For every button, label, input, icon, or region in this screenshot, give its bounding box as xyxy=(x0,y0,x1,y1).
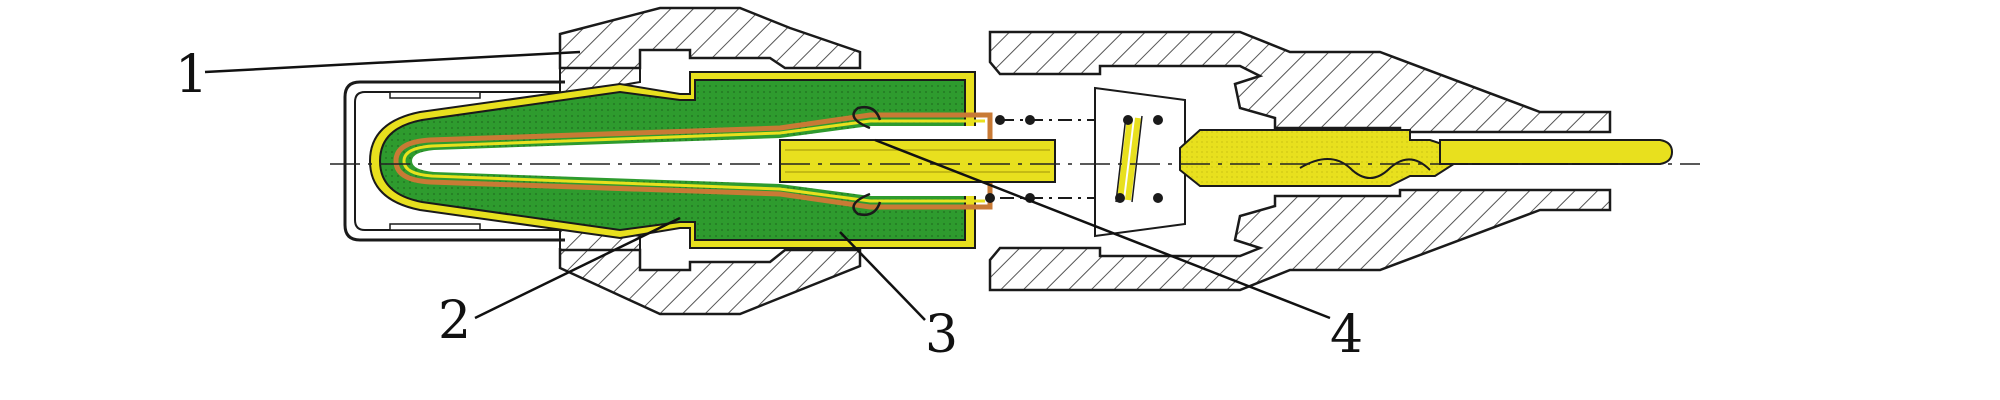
leader-3 xyxy=(839,231,926,321)
connector-housing-lower xyxy=(988,188,1612,292)
protective-tube-outline xyxy=(343,80,565,242)
ceramic-sensing-element xyxy=(368,71,990,249)
protective-tube xyxy=(343,80,565,242)
vent-slot-upper xyxy=(389,91,481,99)
connector-housing-upper xyxy=(988,30,1612,134)
coil-dot-1 xyxy=(1123,115,1133,125)
leader-1 xyxy=(204,50,581,74)
contact-dot-1 xyxy=(995,115,1005,125)
coil-spring-left-outline xyxy=(1115,115,1143,203)
contact-assembly xyxy=(779,106,1056,216)
housing-hex-upper xyxy=(558,6,862,70)
callout-4: 4 xyxy=(1330,305,1363,365)
callout-2: 2 xyxy=(438,291,471,351)
contact-dot-2 xyxy=(1025,115,1035,125)
output-wire xyxy=(1439,139,1674,165)
coil-dot-3 xyxy=(1153,115,1163,125)
spring-clip-upper xyxy=(852,106,882,130)
callout-1: 1 xyxy=(175,45,208,105)
connector-housing xyxy=(988,30,1612,292)
output-terminal xyxy=(1179,129,1674,187)
coil-dot-2 xyxy=(1115,193,1125,203)
contact-dot-4 xyxy=(985,193,995,203)
spring-clip-lower xyxy=(852,192,882,216)
insulator-cone xyxy=(1094,86,1186,238)
leader-4 xyxy=(874,138,1331,320)
coil-spring-left xyxy=(1117,117,1141,201)
connector-cavity xyxy=(985,86,1186,238)
inner-lining xyxy=(402,119,985,203)
leader-2 xyxy=(474,216,681,320)
housing-hex-lower xyxy=(558,248,862,316)
inner-electrode xyxy=(393,112,990,210)
callout-3: 3 xyxy=(925,305,958,365)
terminal-wave xyxy=(1299,158,1431,179)
coil-dot-4 xyxy=(1153,193,1163,203)
protective-tube-inner xyxy=(354,91,560,231)
vent-slot-lower xyxy=(389,223,481,231)
conductor-rod xyxy=(779,139,1056,183)
